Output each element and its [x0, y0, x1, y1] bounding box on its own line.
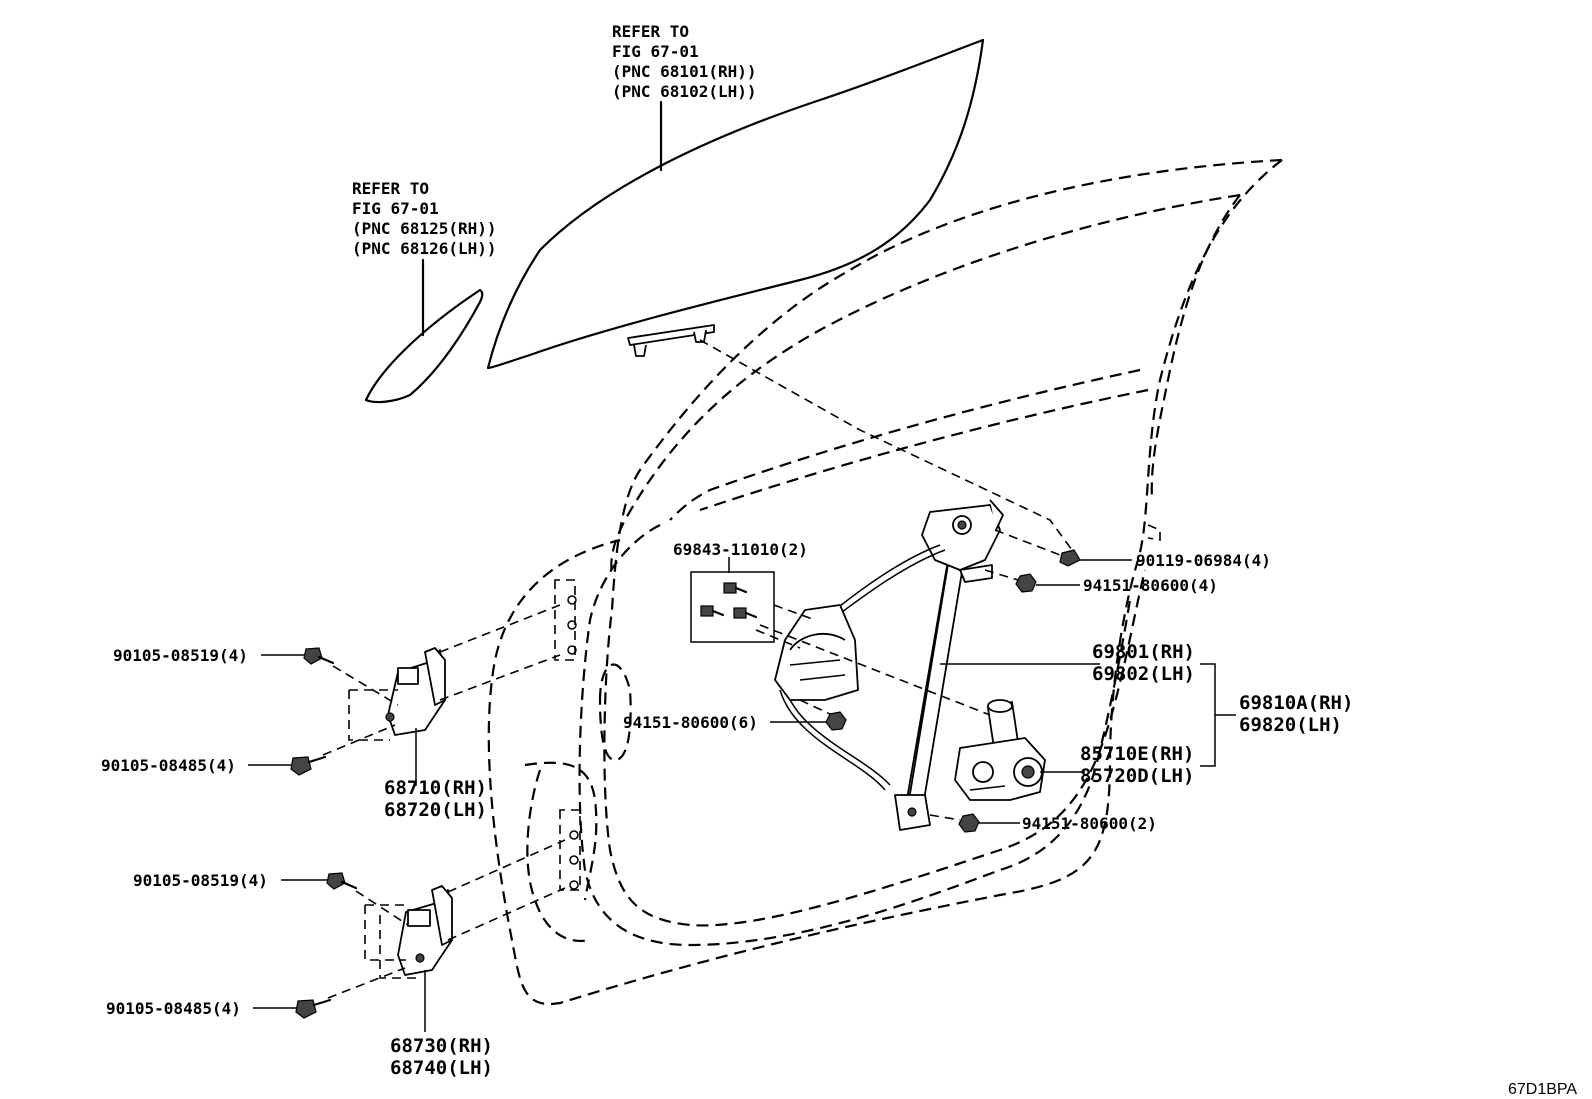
- glass-ref-line4: (PNC 68102(LH)): [612, 82, 757, 101]
- motor-lh: 85720D(LH): [1080, 765, 1194, 787]
- upper-hinge-bolt-b-callout: 90105-08485(4): [101, 756, 236, 775]
- glass-relation-line: [699, 339, 1073, 551]
- quarter-ref-line4: (PNC 68126(LH)): [352, 239, 497, 258]
- diagram-code: 67D1BPA: [1508, 1081, 1577, 1098]
- assy-bracket: [1200, 663, 1216, 767]
- regulator-rh: 69801(RH): [1092, 641, 1195, 663]
- glass-ref-line1: REFER TO: [612, 22, 689, 41]
- upper-hinge: [248, 604, 561, 786]
- door-frame-outline: [487, 158, 1283, 1006]
- window-regulator: [774, 499, 1004, 831]
- lower-hinge-bolt-a-callout: 90105-08519(4): [133, 871, 268, 890]
- nut-bottom: [929, 813, 1020, 833]
- regulator-lh: 69802(LH): [1092, 663, 1195, 685]
- glass-ref-line3: (PNC 68101(RH)): [612, 62, 757, 81]
- nut-mid-left-callout: 94151-80600(6): [623, 713, 758, 732]
- upper-hinge-bolt-a-callout: 90105-08519(4): [113, 646, 248, 665]
- upper-hinge-rh: 68710(RH): [384, 777, 487, 799]
- quarter-window-glass: [364, 288, 484, 404]
- bolt-top-right-callout: 90119-06984(4): [1136, 551, 1271, 570]
- regulator-assy-rh: 69810A(RH): [1239, 692, 1353, 714]
- lower-hinge-rh: 68730(RH): [390, 1035, 493, 1057]
- clip-bolt-group: [690, 557, 816, 649]
- nut-top-right: [984, 569, 1080, 593]
- bolt-top-right: [994, 529, 1132, 567]
- nut-mid-left: [770, 699, 847, 731]
- motor-rh: 85710E(RH): [1080, 743, 1194, 765]
- quarter-ref-line2: FIG 67-01: [352, 199, 439, 218]
- quarter-ref-line1: REFER TO: [352, 179, 429, 198]
- clip-bolt-callout: 69843-11010(2): [673, 540, 808, 559]
- window-motor: [954, 699, 1046, 801]
- glass-ref-line2: FIG 67-01: [612, 42, 699, 61]
- door-glass: [486, 38, 985, 370]
- nut-top-right-callout: 94151-80600(4): [1083, 576, 1218, 595]
- lower-hinge-bolt-b-callout: 90105-08485(4): [106, 999, 241, 1018]
- regulator-assy-lh: 69820(LH): [1239, 714, 1342, 736]
- lower-hinge: [253, 839, 566, 1032]
- nut-bottom-callout: 94151-80600(2): [1022, 814, 1157, 833]
- lower-hinge-lh: 68740(LH): [390, 1057, 493, 1079]
- quarter-ref-line3: (PNC 68125(RH)): [352, 219, 497, 238]
- upper-hinge-lh: 68720(LH): [384, 799, 487, 821]
- motor-relation-line: [759, 624, 991, 716]
